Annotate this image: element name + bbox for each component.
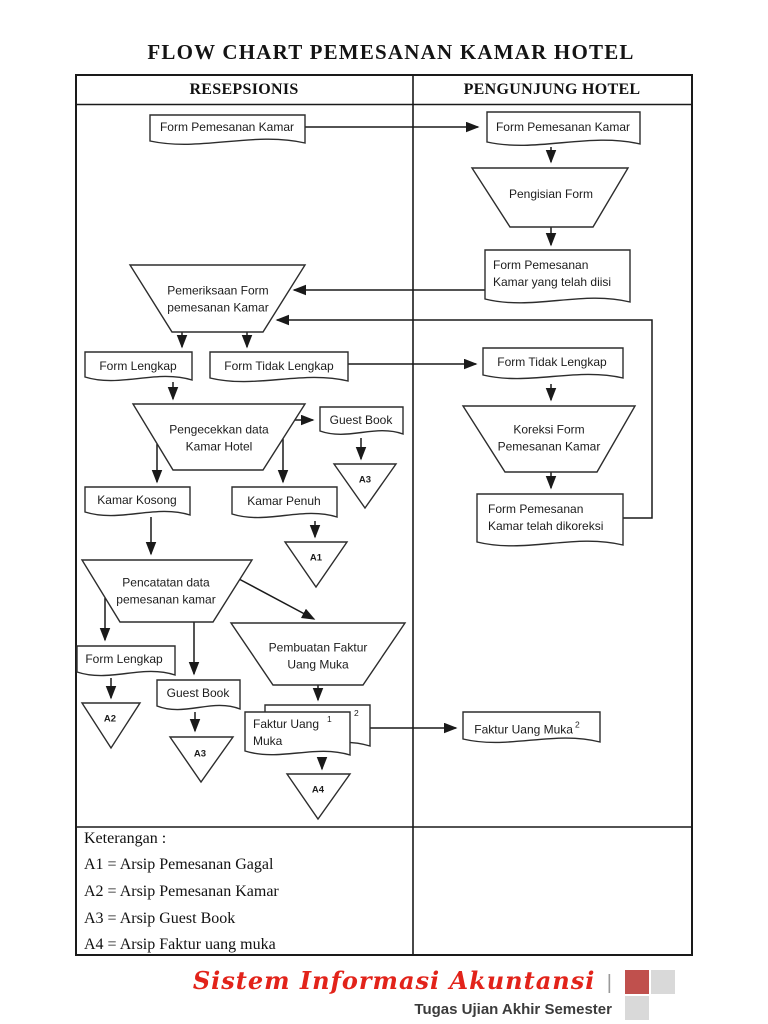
connectors [99,121,653,771]
process-pencatatan-data [80,559,254,623]
page-title: FLOW CHART PEMESANAN KAMAR HOTEL [147,40,635,64]
document-form-telah-diisi [484,249,631,304]
arrow-dikoreksi-to-pemeriksaan [275,314,653,519]
label-kamar-penuh: Kamar Penuh [247,493,321,508]
label-line: Kamar Hotel [185,439,253,453]
label-line: Muka [253,734,283,748]
legend-item-a3: A3 = Arsip Guest Book [84,910,236,927]
table-grid [75,74,693,956]
label-pemeriksaan-form: Pemeriksaan Form pemesanan Kamar [167,283,268,316]
document-form-telah-dikoreksi [476,493,624,547]
process-koreksi-form [461,405,637,473]
flow-shapes [76,111,641,821]
document-form-lengkap-1 [84,351,193,382]
document-kamar-penuh [231,486,338,519]
document-form-pemesanan-resepsionis [149,114,306,146]
column-header-resepsionis: RESEPSIONIS [189,81,299,98]
footer-brand-name: Sistem Informasi Akuntansi [192,966,596,995]
arrow-to-pembuatan-faktur [238,578,316,620]
label-koreksi-form: Koreksi Form Pemesanan Kamar [498,422,601,455]
label-form-pemesanan-resepsionis: Form Pemesanan Kamar [159,119,295,134]
label-form-lengkap-1: Form Lengkap [99,358,177,373]
legend-item-a2: A2 = Arsip Pemesanan Kamar [84,883,279,900]
label-line: Faktur Uang [253,717,320,731]
label-line: Form Pemesanan [493,258,589,272]
label-line: Kamar yang telah diisi [493,275,612,289]
label-line: Pembuatan Faktur [268,640,368,655]
document-form-tidak-lengkap-resepsionis [209,351,349,383]
label-line: Pemesanan Kamar [497,439,601,453]
process-pembuatan-faktur [229,622,407,686]
label-arsip-a1: A1 [309,552,323,564]
faktur-pengunjung-copy-number: 2 [574,719,580,730]
label-arsip-a3-1: A3 [358,474,372,486]
process-pengisian-form [470,167,630,228]
label-line: Koreksi Form [513,422,585,437]
archive-a2-triangle [80,702,142,750]
document-form-pemesanan-pengunjung [486,111,641,147]
archive-a1-triangle [283,541,349,589]
table-outer-border [75,74,693,956]
label-faktur-uang-muka: Faktur Uang Muka [253,716,319,750]
archive-a4-triangle [285,773,352,821]
logo-square-red [625,970,649,994]
document-faktur-pengunjung [462,711,601,744]
document-guest-book-1 [319,406,404,435]
document-form-tidak-lengkap-pengunjung [482,347,624,380]
label-line: Form Pemesanan [488,502,584,516]
column-header-pengunjung-hotel: PENGUNJUNG HOTEL [463,81,641,98]
label-text: Faktur Uang Muka [474,722,573,737]
label-guest-book-1: Guest Book [329,412,393,427]
legend-item-a4: A4 = Arsip Faktur uang muka [84,936,276,953]
label-form-tidak-lengkap-resepsionis: Form Tidak Lengkap [224,358,334,373]
document-form-lengkap-2 [76,645,176,677]
label-line: Kamar telah dikoreksi [488,519,604,533]
label-arsip-a4: A4 [311,784,325,796]
label-kamar-kosong: Kamar Kosong [97,492,177,507]
label-form-telah-diisi: Form Pemesanan Kamar yang telah diisi [493,257,611,291]
label-form-lengkap-2: Form Lengkap [85,651,163,666]
footer-course-name: Tugas Ujian Akhir Semester [414,1001,612,1018]
process-pemeriksaan-form [128,264,307,333]
legend-title: Keterangan : [84,830,167,847]
document-faktur-copy-1 [244,711,351,756]
footer-brand-line: Sistem Informasi Akuntansi | [193,966,612,995]
label-pencatatan-data: Pencatatan data pemesanan kamar [116,575,215,608]
label-guest-book-2: Guest Book [166,685,230,700]
label-line: Uang Muka [287,657,349,671]
process-pengecekan-data [131,403,307,471]
label-form-pemesanan-pengunjung: Form Pemesanan Kamar [495,119,631,134]
logo-square-gray-bottom [625,996,649,1020]
label-pengisian-form: Pengisian Form [508,186,594,201]
label-line: pemesanan Kamar [167,300,269,314]
logo-square-gray-top [651,970,675,994]
label-line: pemesanan kamar [116,592,216,606]
faktur-copy-number-2: 2 [354,708,359,718]
label-form-tidak-lengkap-pengunjung: Form Tidak Lengkap [497,354,607,369]
archive-a3-2-triangle [168,736,235,784]
faktur-copy-number-1: 1 [327,714,332,724]
footer-separator: | [606,972,612,994]
legend-item-a1: A1 = Arsip Pemesanan Gagal [84,856,274,873]
label-line: Pemeriksaan Form [167,283,269,298]
label-pengecekan-data: Pengecekkan data Kamar Hotel [169,422,268,455]
label-pembuatan-faktur: Pembuatan Faktur Uang Muka [269,640,368,673]
label-arsip-a3-2: A3 [193,748,207,760]
label-line: Pencatatan data [122,575,210,590]
archive-a3-1-triangle [332,463,398,510]
label-arsip-a2: A2 [103,713,117,725]
document-kamar-kosong [84,486,191,517]
document-guest-book-2 [156,679,241,711]
label-form-telah-dikoreksi: Form Pemesanan Kamar telah dikoreksi [488,501,603,535]
label-line: Pengecekkan data [169,422,269,437]
